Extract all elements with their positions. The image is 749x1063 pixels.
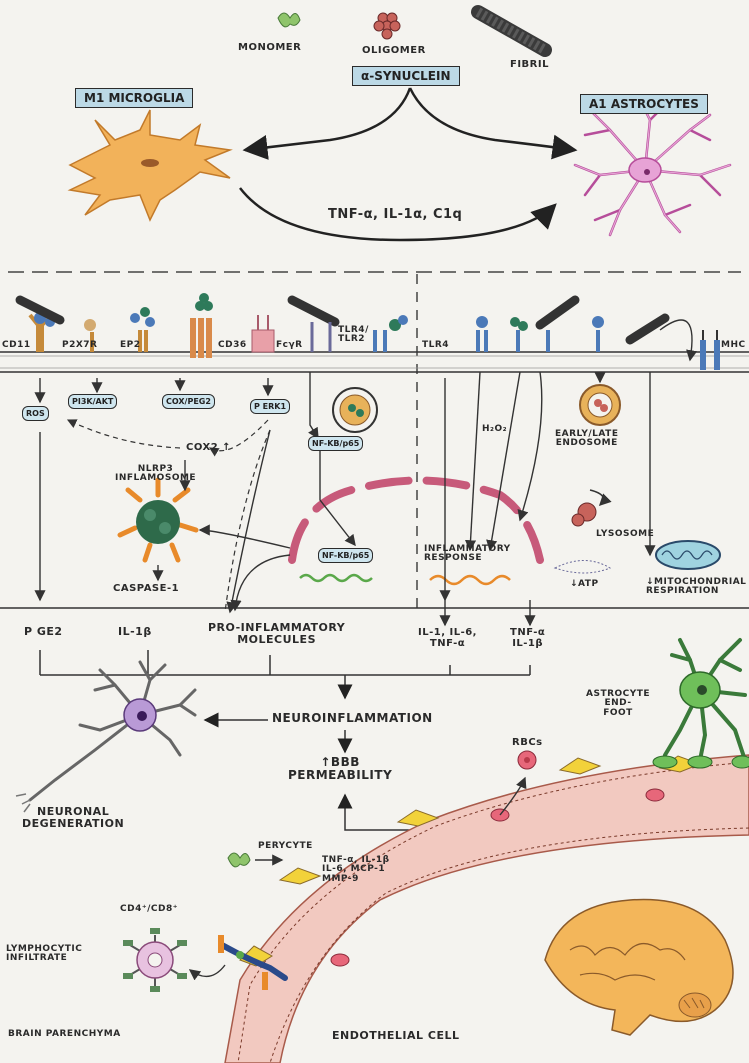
synuclein-label: α-SYNUCLEIN <box>352 66 460 86</box>
vessel-cytokines-label: TNF-α, IL-1β IL-6, MCP-1 MMP-9 <box>322 855 390 884</box>
a1-astrocyte-cell <box>573 98 732 237</box>
inflammatory-response-label: INFLAMMATORY RESPONSE <box>424 544 511 564</box>
rbcs-label: RBCs <box>512 737 543 748</box>
lysosome-label: LYSOSOME <box>596 529 655 539</box>
fcyr-label: FcγR <box>276 340 303 350</box>
receptor-fcyr <box>251 315 275 353</box>
endosome-label: EARLY/LATE ENDOSOME <box>555 429 619 449</box>
a1-astrocytes-label: A1 ASTROCYTES <box>580 94 708 114</box>
nlrp3-label: NLRP3 INFLAMOSOME <box>115 464 197 484</box>
neuroinflammation-label: NEUROINFLAMMATION <box>272 711 433 725</box>
cox2-label: COX2 ↑ <box>186 442 232 453</box>
receptor-tlr4-tlr2 <box>287 295 408 352</box>
fibril-label: FIBRIL <box>510 59 549 70</box>
nf-kb-p65-box: NF-KB/p65 <box>308 436 364 451</box>
pro-inflammatory-label: PRO-INFLAMMATORY MOLECULES <box>208 621 346 646</box>
mhc-label: MHC <box>721 340 746 350</box>
lymphocytic-label: LYMPHOCYTIC INFILTRATE <box>6 944 83 964</box>
brain-parenchyma-label: BRAIN PARENCHYMA <box>8 1029 121 1039</box>
receptor-p2x7r <box>84 319 96 352</box>
ros-box: ROS <box>22 406 49 421</box>
brain-illustration <box>544 898 734 1036</box>
h2o2-label: H₂O₂ <box>482 424 508 434</box>
rbc-extravasated <box>517 750 537 770</box>
cd36-label: CD36 <box>218 340 247 350</box>
oligomer-label: OLIGOMER <box>362 45 426 56</box>
microglia-cytokines-label: TNF-α, IL-1α, C1q <box>328 207 463 222</box>
lymphocyte-cell <box>123 928 226 992</box>
mito-label: ↓MITOCHONDRIAL RESPIRATION <box>646 577 747 597</box>
m1-microglia-label: M1 MICROGLIA <box>75 88 194 108</box>
endothelial-adhesion <box>218 935 288 990</box>
phagosome <box>332 387 378 433</box>
p2x7r-label: P2X7R <box>62 340 98 350</box>
cox-peg2-box: COX/PEG2 <box>162 394 215 409</box>
receptor-tlr4 <box>476 295 580 352</box>
nf-kb-p65-nuclear-box: NF-KB/p65 <box>318 548 374 563</box>
pericytes <box>239 755 702 967</box>
mitochondrion <box>655 540 721 570</box>
bbb-permeability-label: ↑BBB PERMEABILITY <box>288 755 393 782</box>
lysosome-vesicle <box>571 489 612 527</box>
perycyte-label: PERYCYTE <box>258 841 313 851</box>
cell-membrane <box>0 351 749 373</box>
receptor-ep2 <box>130 307 155 352</box>
neuron-cell <box>15 660 197 813</box>
astrocyte-endfoot-cell <box>652 638 749 769</box>
astrocyte-endfoot-label: ASTROCYTE END- FOOT <box>586 689 651 718</box>
receptor-endocytosis <box>592 313 670 352</box>
tlr4-tlr2-label: TLR4/ TLR2 <box>338 325 369 345</box>
il-group-label: IL-1, IL-6, TNF-α <box>418 627 477 649</box>
monomer-glyph <box>277 12 301 28</box>
dna-strand <box>299 573 511 586</box>
receptor-cd11 <box>15 295 65 352</box>
receptor-cd36 <box>190 293 213 358</box>
oligomer-glyph <box>373 12 401 40</box>
nlrp3-inflammasome <box>117 477 199 563</box>
caspase-label: CASPASE-1 <box>113 583 180 594</box>
endothelial-cell-label: ENDOTHELIAL CELL <box>332 1029 460 1042</box>
tlr4-label: TLR4 <box>422 340 450 350</box>
ep2-label: EP2 <box>120 340 141 350</box>
p-erk-box: P ERK1 <box>250 399 291 414</box>
il1b-label: IL-1β <box>118 625 152 638</box>
pi3k-akt-box: PI3K/AKT <box>68 394 118 409</box>
atp-granules <box>553 560 612 574</box>
tnf-il1b-label: TNF-α IL-1β <box>510 627 546 649</box>
pge2-label: P GE2 <box>24 625 63 638</box>
m1-microglia-cell <box>67 109 233 222</box>
blood-vessel <box>224 754 749 1063</box>
endosome-vesicle <box>579 384 621 426</box>
cd11-label: CD11 <box>2 340 31 350</box>
cd4-cd8-label: CD4⁺/CD8⁺ <box>120 904 178 914</box>
receptor-mhc <box>700 330 720 370</box>
neuronal-degeneration-label: NEURONAL DEGENERATION <box>22 805 125 830</box>
monomer-label: MONOMER <box>238 42 302 53</box>
atp-label: ↓ATP <box>570 579 599 589</box>
fibril-glyph <box>471 5 552 57</box>
